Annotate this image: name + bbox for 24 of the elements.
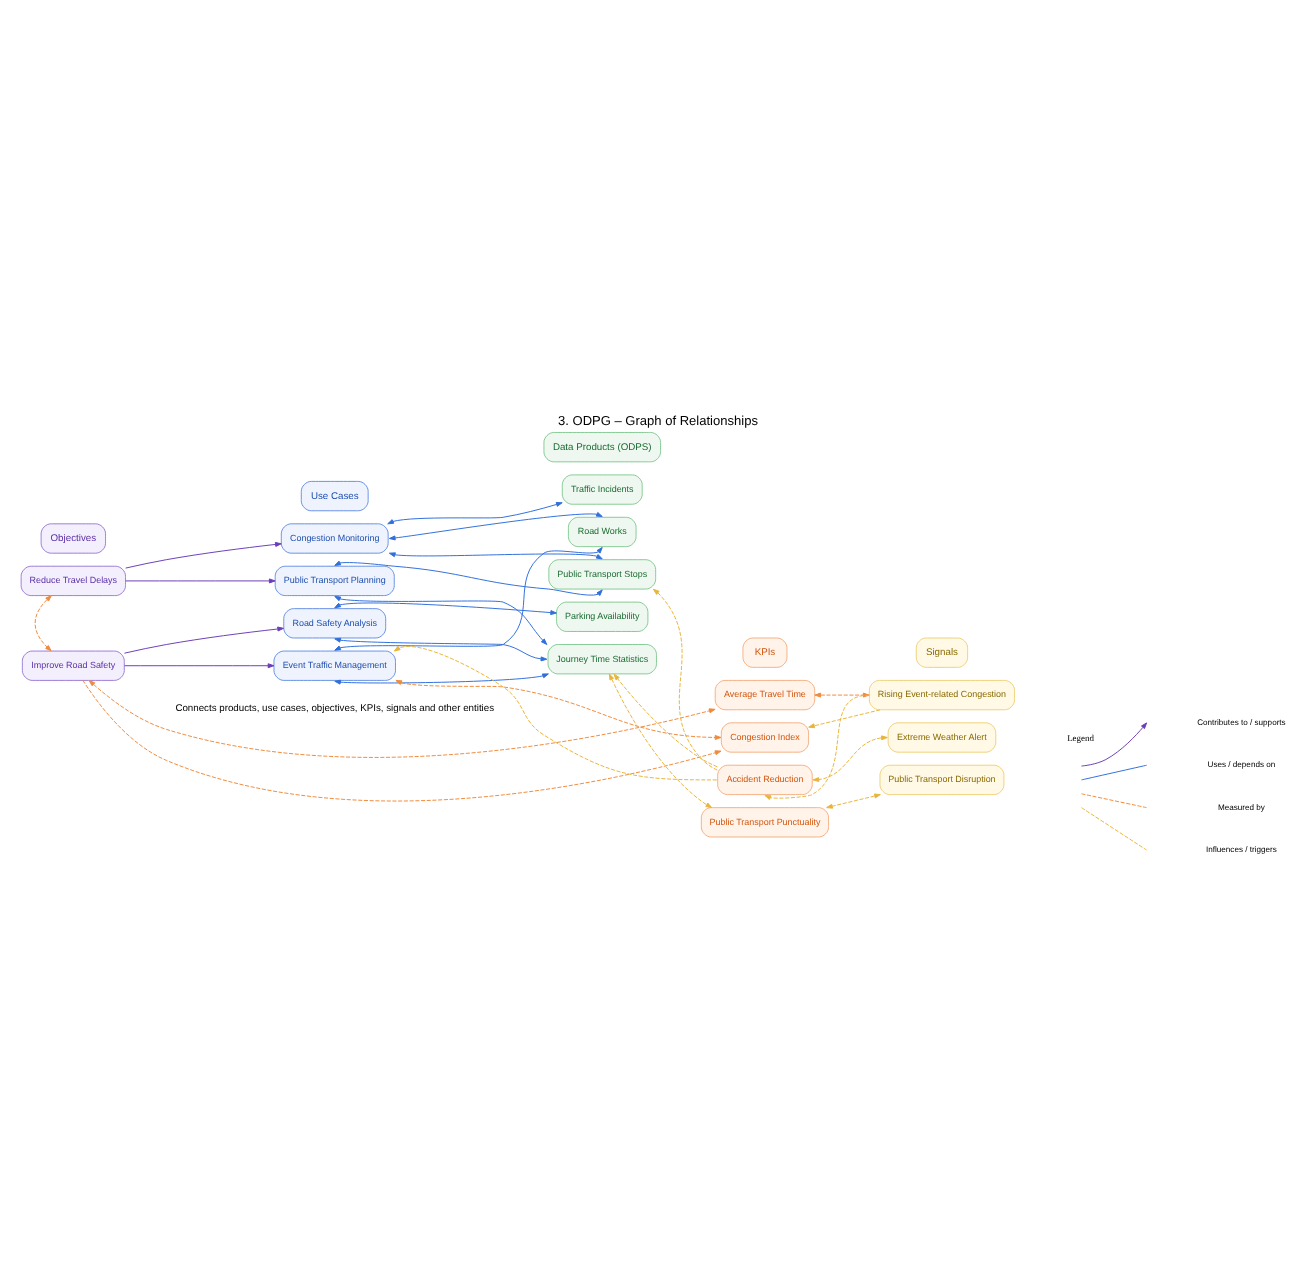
arrow [334, 546, 603, 650]
arrow [334, 636, 548, 661]
arrow [334, 559, 603, 595]
arrow [334, 672, 549, 684]
arrow [82, 678, 722, 801]
arrow [388, 510, 603, 540]
arrow [652, 587, 718, 770]
arrow [334, 594, 548, 644]
arrow [124, 662, 275, 668]
arrow [34, 594, 52, 651]
arrow [123, 625, 284, 653]
arrow [393, 644, 718, 780]
arrow [613, 672, 718, 767]
arrow [388, 551, 603, 559]
arrow [125, 540, 282, 568]
arrow [826, 792, 881, 808]
arrow [395, 678, 722, 739]
arrow [387, 501, 563, 524]
arrow [88, 679, 716, 757]
arrow [125, 577, 276, 583]
arrow [608, 672, 713, 808]
arrow [808, 708, 881, 728]
arrow [812, 734, 888, 782]
arrow [334, 601, 557, 615]
